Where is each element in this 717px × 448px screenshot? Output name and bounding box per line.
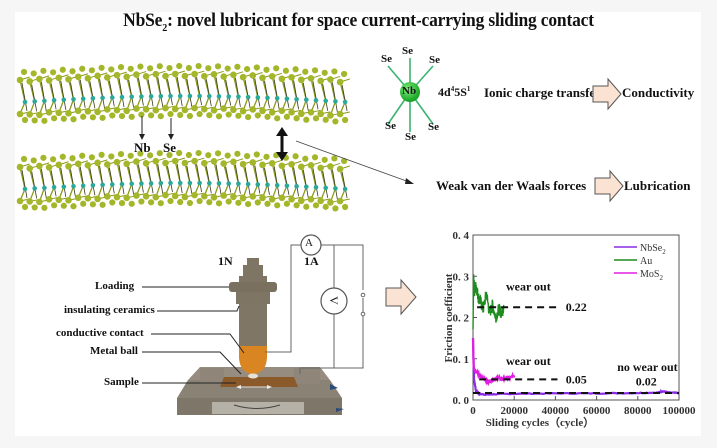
coord-ligand-bottom: Se <box>405 131 416 143</box>
rod-top <box>247 258 259 266</box>
title-main: NbSe <box>123 10 163 31</box>
ammeter-icon <box>300 234 322 256</box>
x-axis-label: Sliding cycles（cycle） <box>486 416 594 429</box>
sample-plate <box>220 377 298 387</box>
config-base: 4d <box>438 85 451 99</box>
vdw-leader-line <box>295 140 413 184</box>
annotation-label: 0.22 <box>566 300 587 314</box>
coord-center-label: Nb <box>402 85 417 97</box>
clamp-left <box>200 368 224 384</box>
y-tick-label: 0. 4 <box>453 230 470 242</box>
mechanism-cause-1: Ionic charge transfer <box>484 85 601 100</box>
annotation-label: no wear out <box>617 360 677 374</box>
part-label-insulating-ceramics: insulating ceramics <box>64 304 155 316</box>
part-leader-lines <box>142 286 245 384</box>
mechanism-cause-2: Weak van der Waals forces <box>436 178 587 193</box>
config-sup2: 1 <box>466 85 471 93</box>
coord-ligand-lower-left: Se <box>385 120 396 132</box>
se-atom-label: Se <box>163 140 176 155</box>
nb-center-atom <box>400 82 420 102</box>
legend-label: Au <box>640 256 652 267</box>
plot-frame <box>472 234 680 401</box>
nb-pointer-arrowhead <box>139 134 145 140</box>
legend-label: NbSe2 <box>640 243 666 256</box>
interlayer-arrow-down <box>276 152 288 161</box>
annotation-label: 0.05 <box>566 372 587 386</box>
coord-ligand-upper-right: Se <box>429 54 440 66</box>
loading-flange <box>229 282 277 292</box>
coord-ligand-top: Se <box>402 45 413 57</box>
mechanism-effect-2: Lubrication <box>624 178 691 193</box>
config-mid: 5S <box>454 85 467 99</box>
electron-config: 4d45S1 <box>438 85 470 100</box>
x-tick-label: 80000 <box>624 405 652 417</box>
metal-ball <box>248 373 258 379</box>
conductive-contact <box>239 346 267 374</box>
ammeter-label: A <box>305 237 313 249</box>
annotation-label: wear out <box>506 280 551 294</box>
annotation-label: 0.02 <box>636 374 657 388</box>
nb-atom-label: Nb <box>134 140 151 155</box>
part-label-loading: Loading <box>95 280 135 292</box>
current-label: 1A <box>304 254 319 268</box>
arrow-lubrication-icon <box>594 169 624 203</box>
interlayer-arrow-up <box>276 127 288 136</box>
se-pointer-arrowhead <box>168 134 174 140</box>
x-tick-label: 20000 <box>500 405 528 417</box>
part-label-metal-ball: Metal ball <box>90 345 138 357</box>
figure-title: NbSe2: novel lubricant for space current… <box>29 10 689 34</box>
y-tick-label: 0. 0 <box>453 395 470 407</box>
x-tick-label: 100000 <box>663 405 697 417</box>
voltmeter-icon <box>320 287 348 315</box>
y-axis-label: Friction coefficient <box>443 273 455 362</box>
y-tick-label: 0. 2 <box>453 313 470 325</box>
arrow-conductivity-icon <box>592 77 622 111</box>
insulating-ceramics <box>239 304 267 346</box>
part-label-conductive-contact: conductive contact <box>56 327 144 339</box>
coord-ligand-upper-left: Se <box>381 53 392 65</box>
x-tick-label: 60000 <box>583 405 611 417</box>
y-tick-label: 0. 1 <box>453 354 470 366</box>
nbse2-layer-bottom <box>16 149 350 212</box>
arrow-to-chart-icon <box>385 278 417 316</box>
x-tick-label: 40000 <box>542 405 570 417</box>
circuit-wires <box>265 244 364 374</box>
config-sup1: 4 <box>450 85 455 93</box>
y-tick-label: 0. 3 <box>453 271 470 283</box>
part-label-sample: Sample <box>104 376 139 388</box>
load-label: 1N <box>218 254 233 268</box>
series-line-au <box>472 274 505 330</box>
legend-label: MoS2 <box>640 269 663 282</box>
coord-ligand-lower-right: Se <box>428 121 439 133</box>
series-line-mos2 <box>471 338 516 387</box>
title-subscript: 2 <box>162 21 168 34</box>
mechanism-effect-1: Conductivity <box>622 85 695 100</box>
vdw-leader-arrowhead <box>405 178 414 184</box>
annotation-label: wear out <box>506 354 551 368</box>
nbse2-layer-top <box>16 62 350 125</box>
title-rest: : novel lubricant for space current-carr… <box>167 10 594 31</box>
x-tick-label: 0 <box>470 405 476 417</box>
